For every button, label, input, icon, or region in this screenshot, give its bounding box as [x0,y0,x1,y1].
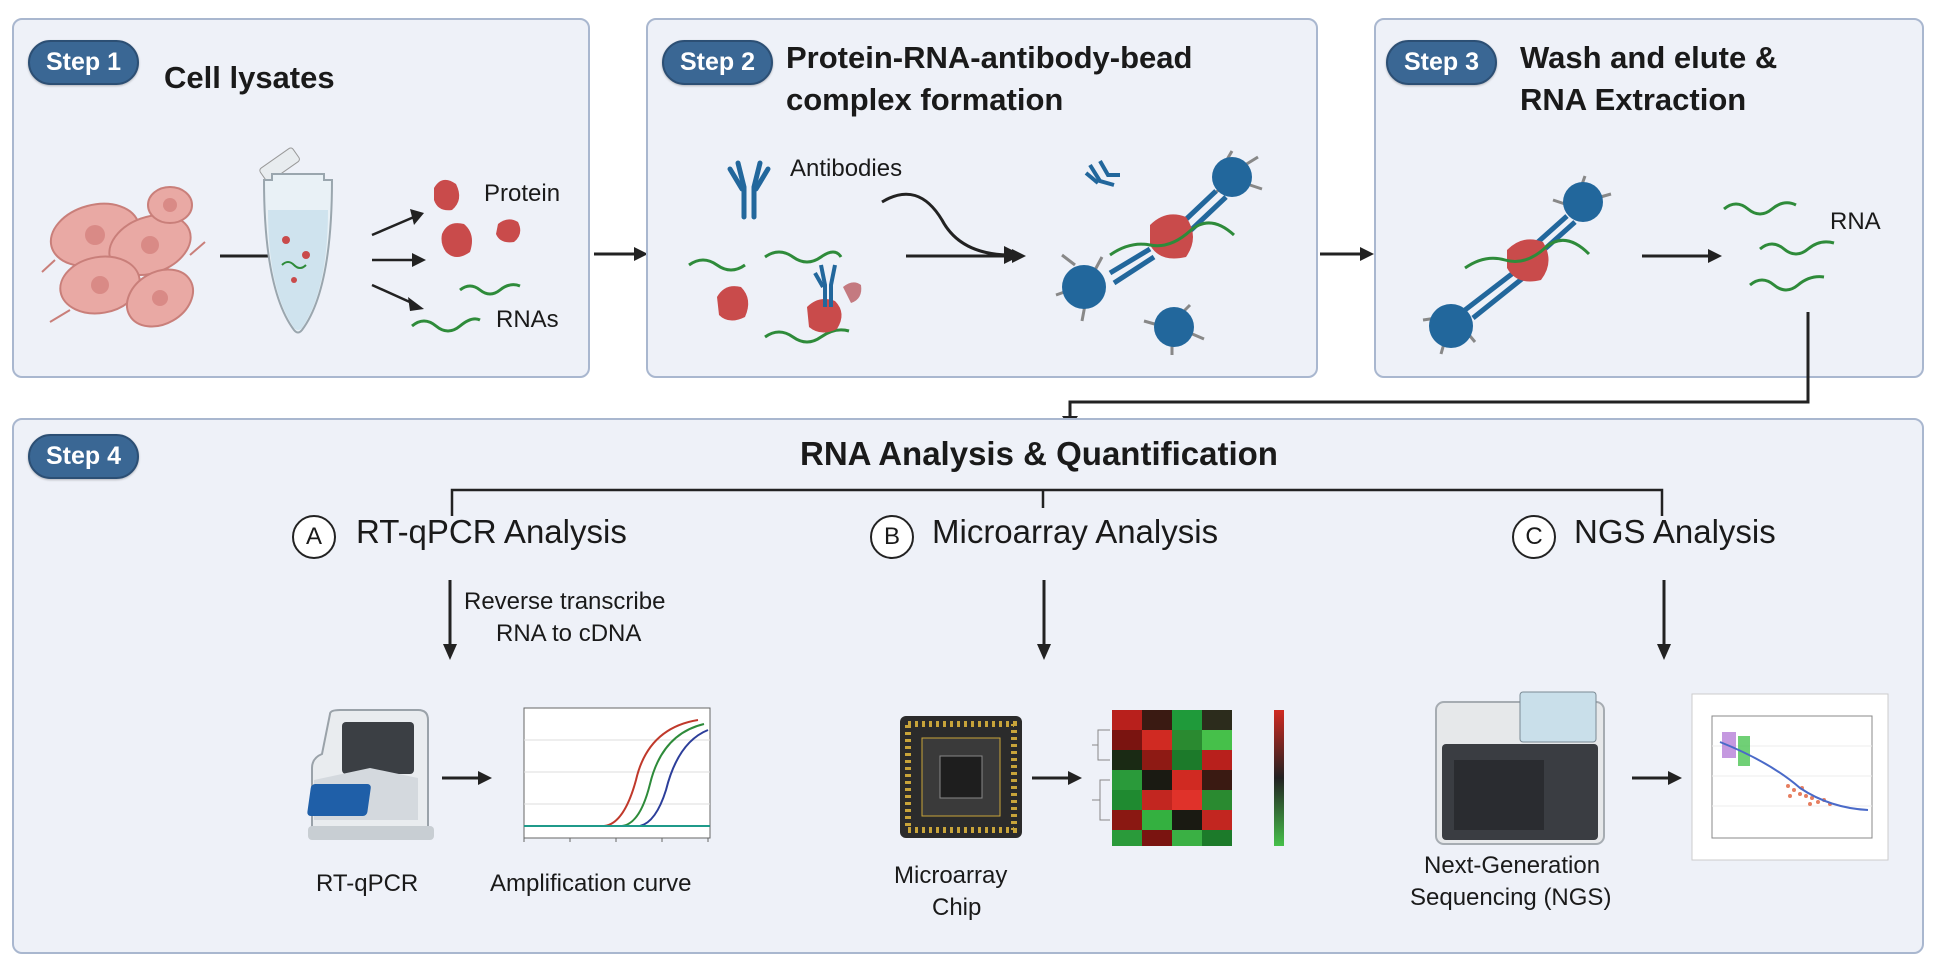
amplification-curve-label: Amplification curve [490,870,692,897]
arrow-branch-b [1037,580,1051,660]
arrow-ngs-to-plot [1632,771,1682,785]
arrow-branch-a [443,580,457,660]
rnas-label: RNAs [496,306,559,333]
step4-title: RNA Analysis & Quantification [800,435,1278,472]
antibodies-label: Antibodies [790,155,903,182]
ngs-scatter-plot [1691,693,1889,861]
arrow-complex-to-rna [1642,249,1722,263]
extracted-rna-icons [1723,201,1835,292]
branch-lines [450,488,1664,516]
microarray-chip-icon [900,716,1022,838]
rt-qpcr-label: RT-qPCR [316,870,419,897]
branch-c-title: NGS Analysis [1574,513,1776,550]
ngs-sequencer-icon [1435,691,1605,845]
step2-title-line1: Protein-RNA-antibody-bead [786,40,1193,75]
rt-note-line1: Reverse transcribe [464,588,666,615]
lysate-tube-icon [259,147,334,334]
antibody-icon [727,160,771,220]
step2-title-line2: complex formation [786,82,1064,117]
qpcr-machine-icon [307,709,434,840]
arrow-chip-to-heatmap [1032,771,1082,785]
arrow-mix-to-complex [906,249,1026,263]
rna-label: RNA [1830,208,1881,235]
microarray-chip-label-line2: Chip [932,894,982,921]
step4-badge: Step 4 [28,434,140,479]
arrows-tube-to-components [371,209,426,311]
amplification-curve-chart [523,707,711,842]
heatmap-chart [1092,710,1284,846]
branch-b-title: Microarray Analysis [932,513,1219,550]
rt-note-line2: RNA to cDNA [496,620,642,647]
branch-a-letter: A [292,515,336,559]
arrow-step1-to-step2 [594,247,648,261]
step4-panel [12,418,1924,954]
connector-step3-to-step4 [1062,312,1810,428]
protein-label: Protein [484,180,561,207]
arrow-qpcr-to-curve [442,771,492,785]
step1-badge: Step 1 [28,40,140,85]
arrow-step2-to-step3 [1320,247,1374,261]
cell-cluster-illustration [41,186,206,328]
step3-title-line2: RNA Extraction [1520,82,1747,117]
eluted-complex-illustration [1422,175,1612,355]
step3-badge: Step 3 [1386,40,1498,85]
step2-badge: Step 2 [662,40,774,85]
microarray-chip-label-line1: Microarray [894,862,1008,889]
ngs-label-line1: Next-Generation [1424,852,1601,879]
step3-title-line1: Wash and elute & [1520,40,1778,75]
branch-a-title: RT-qPCR Analysis [356,513,627,550]
branch-c-letter: C [1512,515,1556,559]
branch-b-letter: B [870,515,914,559]
complex-illustration [1055,150,1263,355]
protein-icons [434,179,521,257]
rna-strand-icons [411,283,521,333]
unbound-mixture-illustration [688,250,862,344]
ngs-label-line2: Sequencing (NGS) [1410,884,1612,911]
arrow-branch-c [1657,580,1671,660]
step1-title: Cell lysates [164,60,335,95]
